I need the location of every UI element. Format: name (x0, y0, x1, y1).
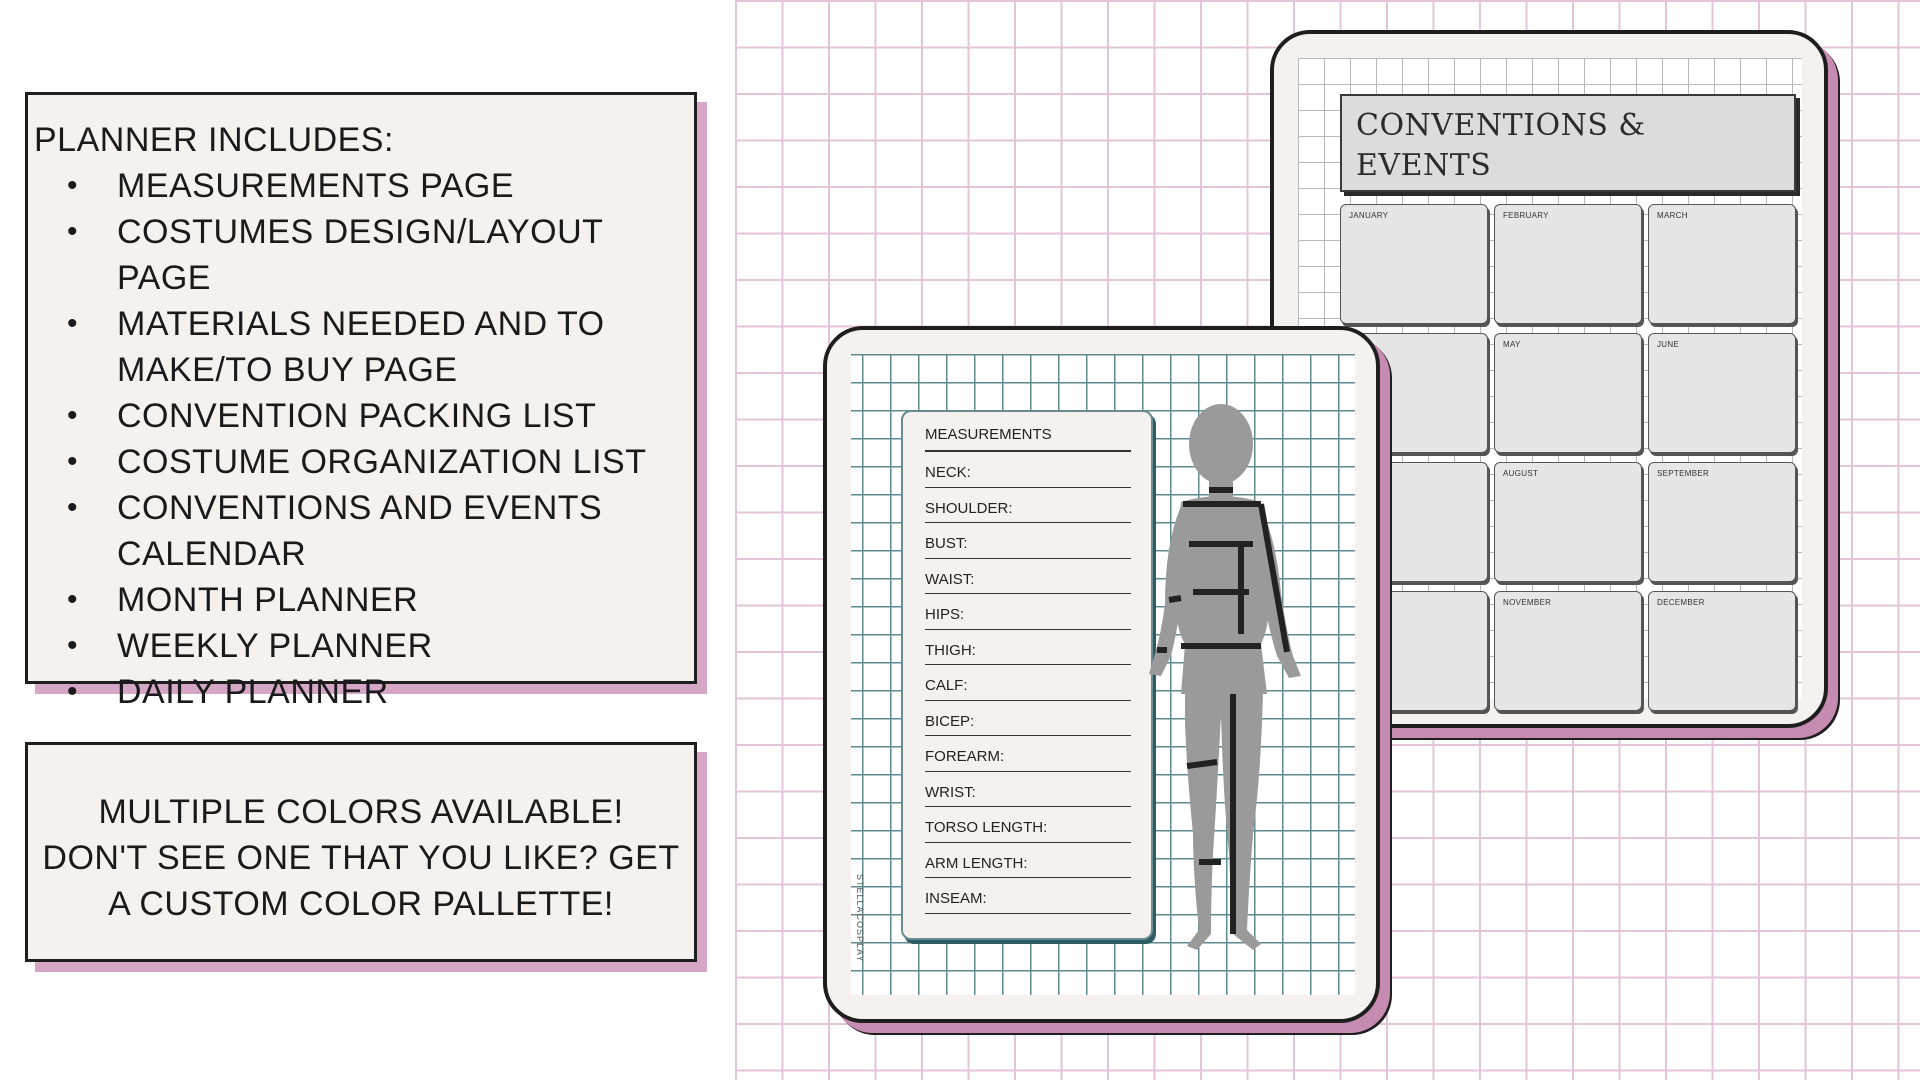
colors-line-1: MULTIPLE COLORS AVAILABLE! (98, 793, 624, 831)
bullet-icon: • (67, 583, 79, 616)
bullet-icon: • (67, 399, 79, 432)
bullet-icon: • (67, 445, 79, 478)
month-box: MARCH (1648, 204, 1796, 324)
measurement-field: WRIST: (925, 772, 1131, 807)
list-item: •COSTUME ORGANIZATION LIST (34, 439, 694, 485)
includes-list: •MEASUREMENTS PAGE •COSTUMES DESIGN/LAYO… (34, 163, 694, 715)
month-box: AUGUST (1494, 462, 1642, 582)
bullet-icon: • (67, 169, 79, 202)
planner-includes-box: PLANNER INCLUDES: •MEASUREMENTS PAGE •CO… (25, 92, 697, 711)
measurements-card: MEASUREMENTS NECK: SHOULDER: BUST: WAIST… (901, 410, 1153, 940)
list-item: •MATERIALS NEEDED AND TO (34, 301, 694, 347)
measurement-field: BICEP: (925, 701, 1131, 736)
list-item: •MONTH PLANNER (34, 577, 694, 623)
measurement-field: CALF: (925, 665, 1131, 701)
list-item: •DAILY PLANNER (34, 669, 694, 715)
measurement-field: ARM LENGTH: (925, 843, 1131, 878)
tablet-measurements-preview: MEASUREMENTS NECK: SHOULDER: BUST: WAIST… (823, 326, 1380, 1023)
measurement-field: THIGH: (925, 630, 1131, 665)
measurement-field: BUST: (925, 523, 1131, 559)
includes-title: PLANNER INCLUDES: (34, 121, 394, 159)
colors-line-3: A CUSTOM COLOR PALLETTE! (108, 885, 614, 923)
month-box: JANUARY (1340, 204, 1488, 324)
bullet-icon: • (67, 675, 79, 708)
month-box: NOVEMBER (1494, 591, 1642, 711)
list-item-continuation: CALENDAR (117, 535, 307, 573)
bullet-icon: • (67, 629, 79, 662)
month-grid: JANUARY FEBRUARY MARCH APRIL MAY JUNE JU… (1340, 204, 1796, 711)
month-box: FEBRUARY (1494, 204, 1642, 324)
month-box: MAY (1494, 333, 1642, 453)
month-box: DECEMBER (1648, 591, 1796, 711)
measurement-field: INSEAM: (925, 878, 1131, 914)
measurement-field: HIPS: (925, 594, 1131, 630)
tablet-calendar-preview: CONVENTIONS & EVENTS JANUARY FEBRUARY MA… (1270, 30, 1828, 728)
bullet-icon: • (67, 215, 79, 248)
list-item: •COSTUMES DESIGN/LAYOUT PAGE (34, 209, 694, 301)
list-item: •CONVENTIONS AND EVENTS (34, 485, 694, 531)
measurements-page: MEASUREMENTS NECK: SHOULDER: BUST: WAIST… (851, 354, 1355, 995)
month-box: JUNE (1648, 333, 1796, 453)
bullet-icon: • (67, 491, 79, 524)
body-figure-icon (1149, 404, 1301, 950)
list-item-continuation: MAKE/TO BUY PAGE (117, 351, 458, 389)
list-item: •WEEKLY PLANNER (34, 623, 694, 669)
measurement-field: FOREARM: (925, 736, 1131, 772)
measurement-field: SHOULDER: (925, 488, 1131, 523)
calendar-title: CONVENTIONS & EVENTS (1340, 94, 1796, 192)
list-item: •MEASUREMENTS PAGE (34, 163, 694, 209)
measurements-title: MEASUREMENTS (925, 420, 1131, 452)
colors-line-2: DON'T SEE ONE THAT YOU LIKE? GET (42, 839, 680, 877)
colors-available-box: MULTIPLE COLORS AVAILABLE! DON'T SEE ONE… (25, 742, 697, 962)
list-item: •CONVENTION PACKING LIST (34, 393, 694, 439)
measurement-field: NECK: (925, 452, 1131, 488)
measurement-field: WAIST: (925, 559, 1131, 594)
bullet-icon: • (67, 307, 79, 340)
measurement-field: TORSO LENGTH: (925, 807, 1131, 843)
month-box: SEPTEMBER (1648, 462, 1796, 582)
watermark-text: STELLACOSPLAY (855, 874, 865, 963)
